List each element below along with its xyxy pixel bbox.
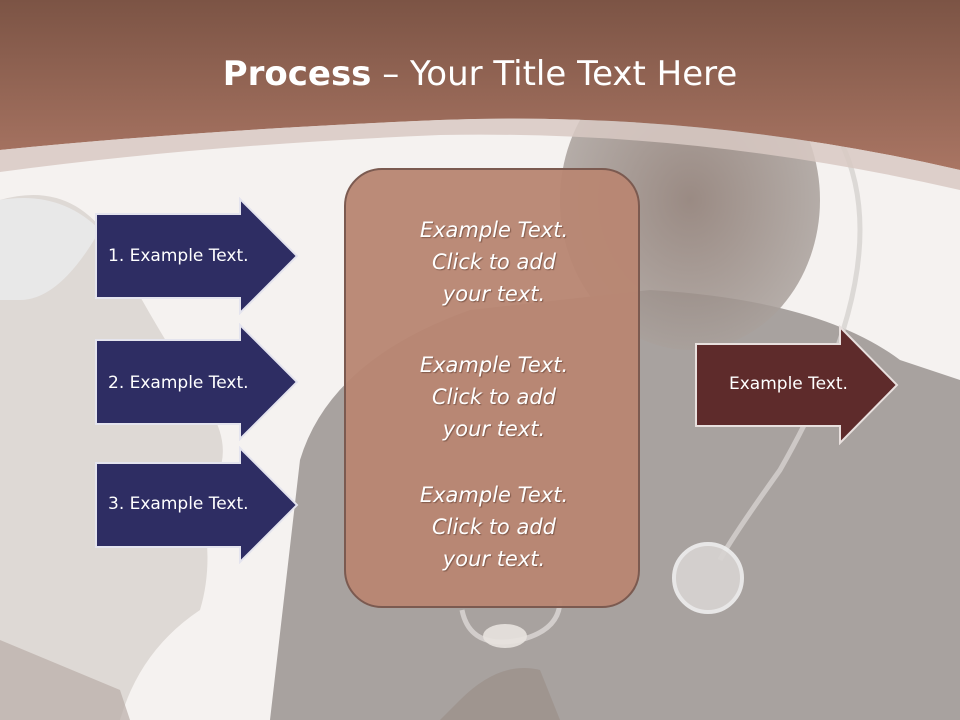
center-paragraph-1: Example Text. Click to add your text. [346,214,642,310]
center-paragraph-2-line2: Click to add [431,385,556,409]
left-arrow-2[interactable] [94,323,300,441]
header-swoosh [0,118,960,190]
center-paragraph-1-line2: Click to add [431,250,556,274]
center-paragraph-2: Example Text. Click to add your text. [346,349,642,445]
left-arrow-1-label: 1. Example Text. [108,246,249,266]
center-paragraph-2-line1: Example Text. [419,353,569,377]
center-paragraph-3-line1: Example Text. [419,483,569,507]
center-paragraph-1-line1: Example Text. [419,218,569,242]
header-band [0,0,960,170]
stethoscope-chestpiece [672,542,744,614]
slide-title[interactable]: Process – Your Title Text Here [0,52,960,96]
left-arrow-3[interactable] [94,446,300,564]
center-paragraph-2-line3: your text. [442,417,546,441]
center-paragraph-3: Example Text. Click to add your text. [346,479,642,575]
title-bold: Process [222,54,372,94]
right-arrow[interactable] [694,325,900,445]
man-head [0,195,223,720]
left-arrow-3-label: 3. Example Text. [108,494,249,514]
center-paragraph-3-line3: your text. [442,547,546,571]
title-rest: – Your Title Text Here [371,54,738,94]
center-paragraph-3-line2: Click to add [431,515,556,539]
left-arrow-2-label: 2. Example Text. [108,373,249,393]
right-arrow-label: Example Text. [729,374,848,394]
center-content-box[interactable]: Example Text. Click to add your text. Ex… [344,168,640,608]
center-paragraph-1-line3: your text. [442,282,546,306]
left-arrow-1[interactable] [94,197,300,315]
